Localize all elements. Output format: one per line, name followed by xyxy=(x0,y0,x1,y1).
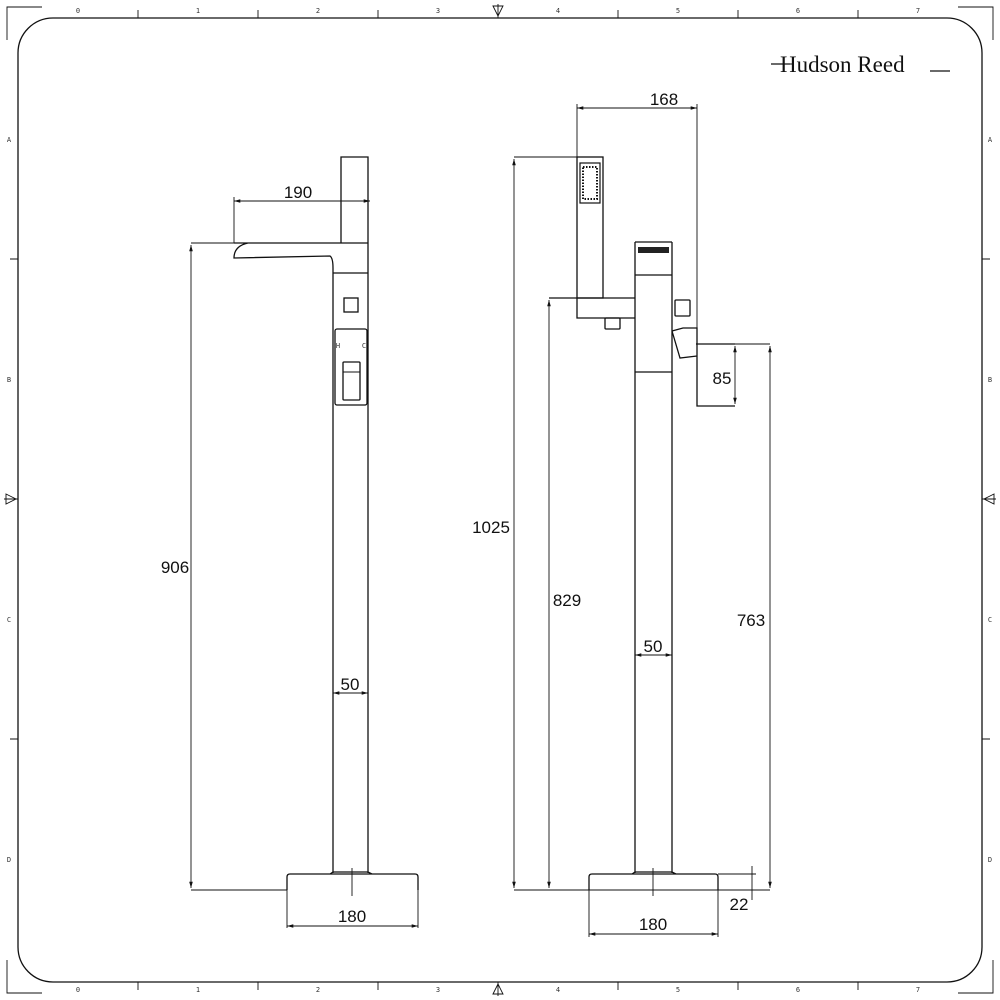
spout-outlet xyxy=(638,247,669,253)
grid-row-label: D xyxy=(7,856,11,864)
grid-row-label: D xyxy=(988,856,992,864)
grid-col-label: 5 xyxy=(676,986,680,994)
dim-lever-height: 85 xyxy=(713,369,732,388)
grid-col-label: 4 xyxy=(556,7,560,15)
dim-height: 906 xyxy=(161,558,189,577)
dim-spout-reach: 190 xyxy=(284,183,312,202)
hot-label: H xyxy=(336,342,340,350)
base xyxy=(286,871,419,890)
grid-row-label: B xyxy=(7,376,11,384)
grid-col-label: 7 xyxy=(916,7,920,15)
column xyxy=(332,243,369,873)
brand-logo: Hudson Reed xyxy=(771,52,950,77)
diverter-button xyxy=(674,299,691,317)
dim-holder-height: 829 xyxy=(553,591,581,610)
left-side-view: H C 190 906 50 180 xyxy=(161,156,419,928)
grid-col-label: 4 xyxy=(556,986,560,994)
grid-col-label: 2 xyxy=(316,7,320,15)
dim-base-thickness: 22 xyxy=(730,895,749,914)
grid-row-label: C xyxy=(988,616,992,624)
spout xyxy=(233,242,368,269)
top-stub xyxy=(340,156,369,243)
grid-column-labels-bottom: 0 1 2 3 4 5 6 7 xyxy=(76,986,920,994)
grid-col-label: 0 xyxy=(76,7,80,15)
grid-col-label: 6 xyxy=(796,7,800,15)
shower-holder xyxy=(549,297,635,319)
base xyxy=(588,871,719,890)
dim-lever-base-height: 763 xyxy=(737,611,765,630)
grid-row-label: A xyxy=(7,136,12,144)
grid-column-labels-top: 0 1 2 3 4 5 6 7 xyxy=(76,7,920,15)
grid-col-label: 3 xyxy=(436,986,440,994)
grid-col-label: 0 xyxy=(76,986,80,994)
dim-total-height: 1025 xyxy=(472,518,510,537)
dim-base-width: 180 xyxy=(639,915,667,934)
cold-label: C xyxy=(362,342,366,350)
holder-nub xyxy=(604,317,621,330)
dim-handset-offset: 168 xyxy=(650,90,678,109)
dim-base-width: 180 xyxy=(338,907,366,926)
grid-col-label: 1 xyxy=(196,986,200,994)
control-lever xyxy=(671,327,735,407)
brand-name: Hudson Reed xyxy=(780,52,905,77)
shower-head-icon xyxy=(579,162,601,204)
dim-column-width: 50 xyxy=(341,675,360,694)
dim-column-width: 50 xyxy=(644,637,663,656)
control-panel xyxy=(334,328,368,406)
grid-col-label: 3 xyxy=(436,7,440,15)
grid-row-label: A xyxy=(988,136,993,144)
grid-col-label: 5 xyxy=(676,7,680,15)
grid-col-label: 7 xyxy=(916,986,920,994)
grid-col-label: 6 xyxy=(796,986,800,994)
control-lever xyxy=(342,361,361,401)
column xyxy=(634,241,673,873)
diverter-button xyxy=(343,297,359,313)
grid-col-label: 1 xyxy=(196,7,200,15)
grid-row-labels: A B C D A B C D xyxy=(7,136,993,864)
grid-row-label: C xyxy=(7,616,11,624)
front-view: 168 1025 829 85 763 50 180 22 xyxy=(472,90,772,937)
grid-col-label: 2 xyxy=(316,986,320,994)
drawing-frame xyxy=(4,4,996,996)
grid-row-label: B xyxy=(988,376,992,384)
